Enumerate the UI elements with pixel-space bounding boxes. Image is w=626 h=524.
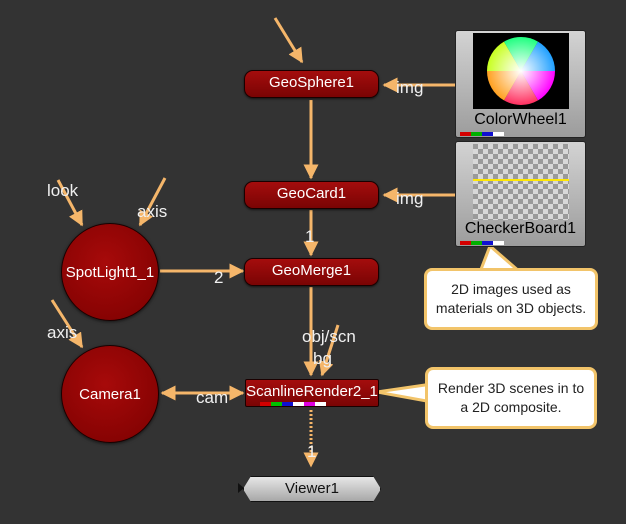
merge-input-2-label: 2 xyxy=(214,268,224,287)
camera-node[interactable]: Camera1 xyxy=(61,345,159,443)
geomerge-node[interactable]: GeoMerge1 xyxy=(244,258,379,286)
scanline-render-label: ScanlineRender2_1 xyxy=(246,383,378,400)
geocard-node[interactable]: GeoCard1 xyxy=(244,181,379,209)
edge-into-scanline-bg[interactable] xyxy=(318,324,340,377)
geosphere-node[interactable]: GeoSphere1 xyxy=(244,70,379,98)
edge-axis-to-spotlight[interactable] xyxy=(138,177,167,227)
colorwheel-thumbnail xyxy=(473,33,569,109)
look-label: look xyxy=(47,181,79,200)
obj-scn-label: obj/scn xyxy=(302,327,356,346)
checkerboard-thumbnail xyxy=(473,144,569,220)
callout-render-pointer xyxy=(376,382,434,404)
edge-into-geosphere[interactable] xyxy=(273,17,304,64)
colorwheel-node[interactable]: ColorWheel1 xyxy=(455,30,586,138)
axis-label-camera: axis xyxy=(47,323,78,342)
edge-axis-to-camera[interactable] xyxy=(50,299,84,349)
callout-render: Render 3D scenes in to a 2D composite. xyxy=(425,367,597,429)
spotlight-node[interactable]: SpotLight1_1 xyxy=(61,223,159,321)
merge-input-1-label: 1 xyxy=(305,227,315,246)
edge-look-to-spotlight[interactable] xyxy=(56,179,84,227)
img-label-geocard: img xyxy=(396,189,424,208)
spotlight-label: SpotLight1_1 xyxy=(65,263,155,281)
checkerboard-label: CheckerBoard1 xyxy=(464,220,577,237)
callout-images-text: 2D images used as materials on 3D object… xyxy=(435,281,587,316)
img-label-geosphere: img xyxy=(396,78,424,97)
viewer-input-1-label: 1 xyxy=(307,442,317,461)
axis-label-spotlight: axis xyxy=(137,202,168,221)
checkerboard-channel-swatch xyxy=(460,241,504,245)
camera-label: Camera1 xyxy=(79,385,141,403)
bg-label: bg xyxy=(313,349,332,368)
callout-images: 2D images used as materials on 3D object… xyxy=(424,268,598,330)
viewer-node[interactable]: Viewer1 xyxy=(243,476,381,502)
viewer-input-pin[interactable] xyxy=(238,483,244,493)
callout-render-text: Render 3D scenes in to a 2D composite. xyxy=(437,380,585,415)
scanline-channel-swatch xyxy=(260,402,326,406)
checkerboard-node[interactable]: CheckerBoard1 xyxy=(455,141,586,247)
color-wheel-icon xyxy=(487,37,555,105)
checkerboard-icon xyxy=(473,144,569,220)
colorwheel-label: ColorWheel1 xyxy=(474,111,567,128)
colorwheel-channel-swatch xyxy=(460,132,504,136)
scanline-render-node[interactable]: ScanlineRender2_1 xyxy=(245,379,379,407)
cam-label: cam xyxy=(196,388,229,407)
